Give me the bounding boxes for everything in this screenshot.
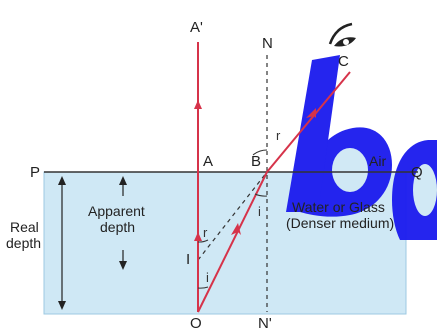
incident-ray-arrow [231, 223, 241, 235]
label-c: C [338, 53, 349, 70]
label-i-image: I [186, 251, 190, 268]
incident-ray [197, 171, 268, 313]
real-depth-label-line2: depth [6, 235, 41, 251]
real-depth-arrowhead-bottom [58, 301, 66, 310]
label-a-prime: A' [190, 19, 203, 36]
angle-r-arc-top [252, 149, 268, 156]
angle-i-low: i [206, 270, 209, 285]
label-n: N [262, 35, 273, 52]
apparent-depth-arrowhead-bottom [119, 261, 127, 270]
refracted-ray [266, 71, 351, 173]
refracted-ray-arrow [306, 108, 316, 118]
air-label: Air [369, 153, 386, 169]
virtual-ray [197, 171, 268, 261]
real-depth-arrowhead-top [58, 176, 66, 185]
angle-i-mid: i [258, 204, 261, 219]
ray-arrow-lower [194, 232, 202, 241]
angle-r-low: r [203, 225, 208, 240]
medium-label-line2: (Denser medium) [286, 215, 394, 231]
apparent-depth-label-line1: Apparent [88, 203, 145, 219]
label-n-prime: N' [258, 315, 272, 332]
apparent-depth-arrowhead-top [119, 176, 127, 185]
eye-icon [328, 22, 356, 47]
apparent-depth-label-line2: depth [100, 219, 135, 235]
label-a: A [203, 153, 213, 170]
angle-i-arc-low [197, 286, 209, 289]
ray-arrow-upper [194, 100, 202, 109]
medium-label-line1: Water or Glass [292, 199, 385, 215]
label-p: P [30, 164, 40, 181]
label-b: B [251, 153, 261, 170]
angle-i-arc-mid [254, 193, 268, 197]
label-o: O [190, 315, 202, 332]
angle-r-top: r [276, 128, 281, 143]
label-q: Q [411, 164, 423, 181]
angle-r-arc-low [197, 239, 209, 243]
real-depth-label-line1: Real [10, 219, 39, 235]
